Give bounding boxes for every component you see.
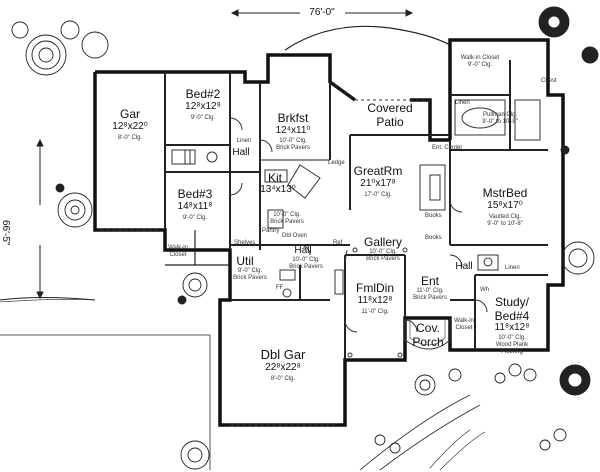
study-line1: Study/ xyxy=(494,295,530,309)
covered-patio-line2: Patio xyxy=(376,115,404,129)
walkin-closet-top-label: Walk-in Closet xyxy=(460,55,500,61)
toilet xyxy=(206,151,218,163)
mstrbed-name: MstrBed xyxy=(482,186,528,200)
gallery-name: Gallery xyxy=(363,235,403,249)
linen2-label: Linen xyxy=(455,100,470,106)
tub xyxy=(171,149,191,165)
greatrm-clg: 17'-0" Clg. xyxy=(364,192,392,198)
walkin-bed3-line1: Walk-in xyxy=(168,245,188,251)
arrow-right-icon xyxy=(405,9,414,17)
walkin-closet-top-clg: 9'-0" Clg. xyxy=(467,62,493,68)
shrub-mid xyxy=(182,272,208,298)
kit-clg: 10'-0" Clg. xyxy=(273,212,301,218)
cov-porch-line1: Cov. xyxy=(416,321,440,335)
shrub-porch xyxy=(414,374,436,396)
walkin-study-line1: Walk-in xyxy=(454,318,474,324)
greatrm-name: GreatRm xyxy=(353,164,403,178)
tree-top-left xyxy=(25,34,67,76)
site-line xyxy=(0,297,96,301)
study-size: 11⁸x12⁸ xyxy=(494,322,530,333)
kitchen-counter xyxy=(264,169,288,183)
kit-name: Kit xyxy=(267,171,283,185)
brkfst-clg: 10'-0" Clg. xyxy=(279,138,307,144)
linen-label: Linen xyxy=(236,138,252,144)
dblgar-size: 22⁸x22⁸ xyxy=(265,362,301,373)
bed2-name: Bed#2 xyxy=(185,87,221,101)
hall-back-floor: Brick Pavers xyxy=(289,264,323,270)
hall-back-clg: 10'-0" Clg. xyxy=(292,257,320,263)
bed2-size: 12⁸x12⁸ xyxy=(185,101,221,112)
fmldin-size: 11⁸x12⁸ xyxy=(357,295,393,306)
hall-bed-label: Hall xyxy=(232,147,250,158)
books-label: Books xyxy=(425,213,442,219)
arrow-down-icon xyxy=(36,291,44,300)
kit-size: 13⁴x13⁰ xyxy=(260,184,296,195)
bed3-size: 14⁸x11⁸ xyxy=(177,201,213,212)
fmldin-clg: 11'-0" Clg. xyxy=(361,309,389,315)
gar-clg: 8'-0" Clg. xyxy=(117,135,143,141)
study-floor1: Wood Plank xyxy=(495,342,529,348)
gallery-clg: 10'-0" Clg. xyxy=(369,249,397,255)
dblgar-clg: 8'-0" Clg. xyxy=(270,376,296,382)
mstrbed-clg: Vaulted Clg. xyxy=(488,214,522,220)
walkway-curve xyxy=(359,394,471,471)
ff-label: FF xyxy=(276,285,284,291)
arrow-up-icon xyxy=(36,138,44,147)
study-clg: 10'-0" Clg. xyxy=(498,335,526,341)
fmldin-name: FmlDin xyxy=(356,281,394,295)
shrub-bottom xyxy=(180,440,210,470)
ent-floor: Brick Pavers xyxy=(413,295,447,301)
study-line2: Bed#4 xyxy=(494,309,530,323)
brkfst-name: Brkfst xyxy=(277,111,309,125)
bed3-name: Bed#3 xyxy=(177,187,213,201)
fireplace xyxy=(419,164,446,211)
ref-label: Ref xyxy=(333,240,343,246)
util-clg: 9'-0" Clg. xyxy=(237,268,263,274)
master-tub xyxy=(454,99,506,136)
overall-width-label: 76'-0" xyxy=(309,7,335,18)
bed3-clg: 9'-0" Clg. xyxy=(182,215,208,221)
ledge-label: Ledge xyxy=(328,160,345,166)
gallery-floor: Brick Pavers xyxy=(366,256,400,262)
linen3-label: Linen xyxy=(505,265,520,271)
bed2-clg: 9'-0" Clg. xyxy=(190,115,216,121)
pantry-label: Pantry xyxy=(262,228,280,234)
greatrm-size: 21⁰x17⁸ xyxy=(360,178,396,189)
wh-label: Wh xyxy=(480,287,489,293)
gar-name: Gar xyxy=(119,107,141,121)
pullman-label: Pullman Clg. xyxy=(482,112,518,118)
hall-mstr-label: Hall xyxy=(455,261,473,272)
util-floor: Brick Pavers xyxy=(233,275,267,281)
ent-name: Ent xyxy=(420,274,440,288)
pullman-clg: 9'-0" to 10'-8" xyxy=(482,119,518,125)
brkfst-size: 12⁴x11⁰ xyxy=(275,125,311,136)
kitchen-island xyxy=(287,164,321,199)
shelves-label: Shelves xyxy=(234,240,256,246)
mstrbed-size: 15⁸x17⁰ xyxy=(487,200,523,211)
study-floor2: Flooring xyxy=(501,349,523,355)
books2-label: Books xyxy=(425,235,442,241)
gar-size: 12⁸x22⁰ xyxy=(112,121,148,132)
overall-depth-label: 66'-5" xyxy=(0,220,11,246)
dblgar-name: Dbl Gar xyxy=(260,347,306,362)
ent-center-label: Ent. Center xyxy=(432,145,463,151)
chest-label: Chest xyxy=(541,78,557,84)
arrow-left-icon xyxy=(230,9,239,17)
dbl-oven-label: Dbl Oven xyxy=(282,233,308,239)
ent-clg: 11'-0" Clg. xyxy=(416,288,444,294)
util-name: Util xyxy=(236,254,254,268)
walkin-study-line2: Closet xyxy=(455,325,473,331)
patio-arc xyxy=(284,25,451,51)
hall-back-label: Hall xyxy=(294,245,312,256)
covered-patio-line1: Covered xyxy=(367,101,413,115)
cov-porch-line2: Porch xyxy=(412,335,444,349)
shrub-left xyxy=(57,192,93,228)
mstrbed-clg2: 9'-0" to 10'-8" xyxy=(487,221,523,227)
brkfst-floor: Brick Pavers xyxy=(276,145,310,151)
kit-floor: Brick Pavers xyxy=(270,219,304,225)
walkin-bed3-line2: Closet xyxy=(169,252,187,258)
tree-right xyxy=(561,241,595,275)
